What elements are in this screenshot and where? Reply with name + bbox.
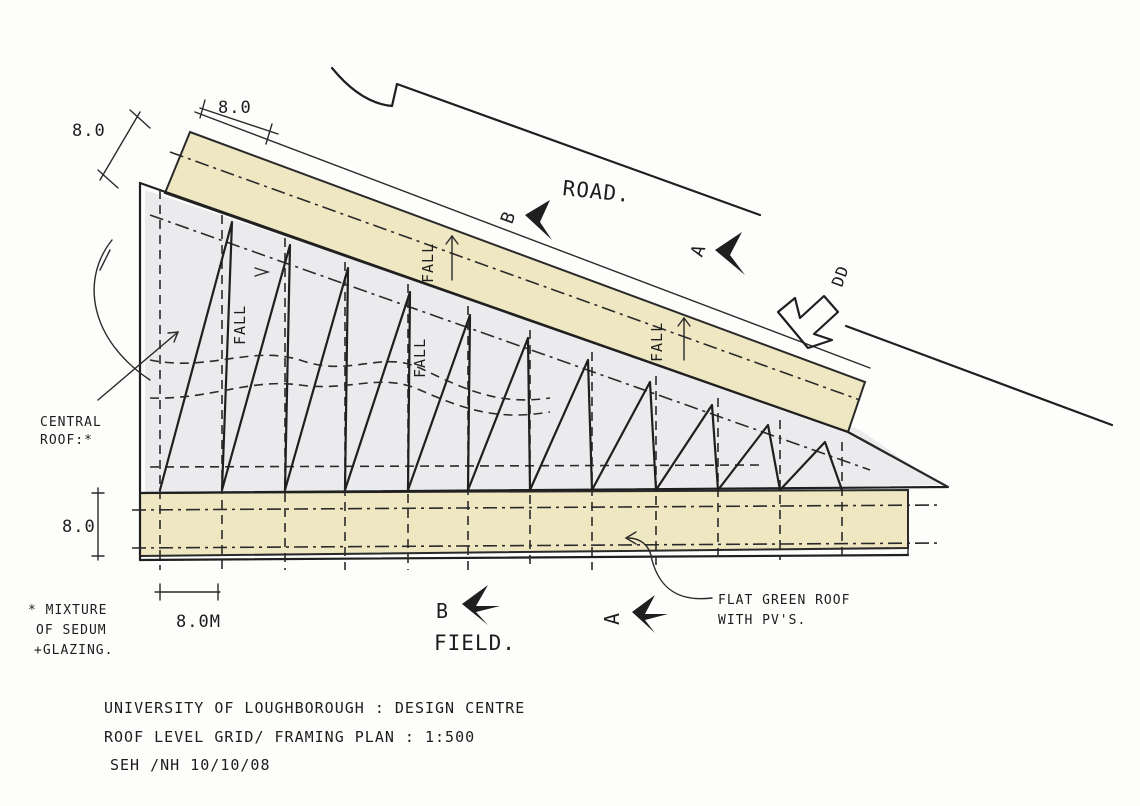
central-roof-area [145,190,940,495]
road-label: ROAD. [561,176,631,207]
bottom-green-roof-strip [139,488,909,558]
fall-label-3: FALL [411,338,429,378]
field-label: FIELD. [434,631,516,655]
svg-text:+GLAZING.: +GLAZING. [34,643,113,658]
section-a-bottom-arrow [632,595,668,633]
section-b-bottom-arrow [462,585,500,625]
section-a-top-label: A [687,241,711,259]
dim-left: 8.0 [62,517,96,537]
central-roof-label: CENTRAL ROOF:* [40,331,180,448]
dim-top: 8.0 [218,98,252,118]
central-roof-wave-lines [93,239,551,416]
section-b-top-arrow [525,200,552,240]
structural-grid [131,151,941,549]
section-a-top-arrow [715,232,745,275]
section-a-bottom-label: A [600,612,624,625]
svg-text:* MIXTURE: * MIXTURE [28,603,107,618]
footnote: * MIXTURE OF SEDUM +GLAZING. [28,603,113,658]
north-mark-label: DD [828,263,853,289]
road-edge [194,66,1114,427]
flat-green-roof-label: FLAT GREEN ROOF WITH PV'S. [624,531,850,628]
fall-label-1: FALL [231,305,249,345]
title-line-1: UNIVERSITY OF LOUGHBOROUGH : DESIGN CENT… [104,699,525,717]
fall-label-2: FALL [419,243,437,283]
svg-text:ROOF:*: ROOF:* [40,433,93,448]
section-b-top-label: B [497,208,521,226]
svg-text:OF SEDUM: OF SEDUM [36,623,107,638]
dimensions: 8.0 8.0 8.0 8.0M [62,98,279,632]
section-b-bottom-label: B [436,599,449,623]
svg-text:FLAT GREEN ROOF: FLAT GREEN ROOF [718,593,850,608]
dim-top-left: 8.0 [72,121,106,141]
title-line-3: SEH /NH 10/10/08 [110,756,271,774]
fall-annotations: FALL FALL FALL FALL [231,234,691,378]
north-marker: DD [776,263,853,350]
title-line-2: ROOF LEVEL GRID/ FRAMING PLAN : 1:500 [104,728,475,746]
fall-label-4: FALL [648,322,666,362]
svg-text:CENTRAL: CENTRAL [40,415,102,430]
dim-bottom: 8.0M [176,612,221,632]
svg-text:WITH PV'S.: WITH PV'S. [718,613,806,628]
title-block: UNIVERSITY OF LOUGHBOROUGH : DESIGN CENT… [104,699,525,774]
roof-trusses [158,220,844,492]
